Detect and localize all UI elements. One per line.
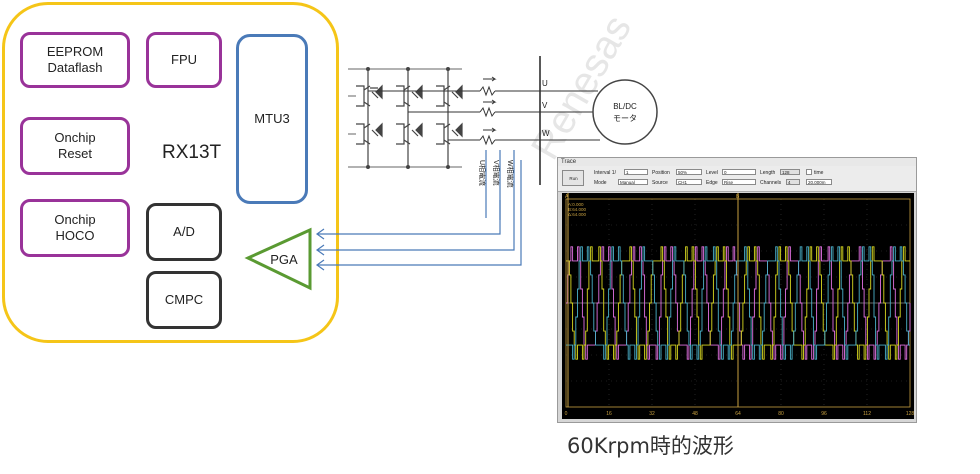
mcu-name: RX13T <box>162 142 222 163</box>
cmpc-block: CMPC <box>146 271 222 329</box>
hoco-label-line1: Onchip <box>54 212 96 227</box>
pga-amplifier <box>244 227 312 291</box>
mode-select[interactable]: Manual <box>618 179 648 185</box>
phase-u-label: U <box>542 79 548 88</box>
readout-a: A:0.000 <box>568 202 584 207</box>
x-tick-label: 64 <box>735 411 741 417</box>
cursor-b-label: B <box>736 194 740 200</box>
phase-lines <box>368 76 600 146</box>
x-tick-label: 32 <box>649 411 655 417</box>
x-tick-label: 0 <box>565 411 568 417</box>
time-checkbox[interactable] <box>806 169 812 175</box>
mode-label: Mode <box>594 180 607 186</box>
motor-label-line2: モータ <box>613 114 637 123</box>
hoco-label-line2: HOCO <box>55 228 95 243</box>
trace-window-title: Trace <box>558 158 916 166</box>
position-label: Position <box>652 170 670 176</box>
mtu3-block: MTU3 <box>236 34 308 204</box>
source-select[interactable]: CH1 <box>676 179 702 185</box>
fpu-label: FPU <box>171 52 197 67</box>
w-current-label: W相電流 <box>506 160 515 188</box>
reset-label-line1: Onchip <box>54 130 96 145</box>
edge-label: Edge <box>706 180 718 186</box>
trace-toolbar: Run Interval 1/ 1 Position 50% Level 0 L… <box>558 166 916 192</box>
interval-label: Interval 1/ <box>594 170 616 176</box>
x-tick-label: 48 <box>692 411 698 417</box>
cursor-a-label: A <box>565 194 569 200</box>
igbt-leg-u <box>356 84 383 145</box>
run-button[interactable]: Run <box>562 170 584 186</box>
time-label: time <box>814 170 824 176</box>
mcu-outline <box>2 2 339 343</box>
level-label: Level <box>706 170 718 176</box>
edge-select[interactable]: Rise <box>722 179 756 185</box>
ad-label: A/D <box>173 224 195 239</box>
waveform-caption: 60Krpm時的波形 <box>567 434 734 458</box>
waveform-plot: A B A:0.000 B:64.000 Δ:64.000 0 16 32 48 64 8… <box>562 193 914 419</box>
source-label: Source <box>652 180 668 186</box>
readout-b: B:64.000 <box>568 207 587 212</box>
position-select[interactable]: 50% <box>676 169 702 175</box>
level-input[interactable]: 0 <box>722 169 756 175</box>
x-tick-labels: 0 16 32 48 64 80 96 112 128 <box>565 411 914 417</box>
x-tick-label: 80 <box>778 411 784 417</box>
reset-label-line2: Reset <box>58 146 92 161</box>
x-tick-label: 128 <box>906 411 914 417</box>
igbt-leg-w <box>436 84 463 145</box>
igbt-leg-v <box>396 84 423 145</box>
gate-lines <box>348 68 462 168</box>
mtu3-label: MTU3 <box>254 111 290 126</box>
cmpc-label: CMPC <box>164 292 204 307</box>
fpu-block: FPU <box>146 32 222 88</box>
trace-window: Trace Run Interval 1/ 1 Position 50% Lev… <box>557 157 917 423</box>
channels-label: Channels <box>760 180 782 186</box>
pga-label: PGA <box>270 252 298 267</box>
bldc-motor <box>592 79 658 145</box>
u-current-label: U相電流 <box>478 160 487 186</box>
x-tick-label: 96 <box>821 411 827 417</box>
window-length-input[interactable]: 20.000m <box>806 179 832 185</box>
readout-delta: Δ:64.000 <box>568 212 587 217</box>
phase-v-label: V <box>542 101 548 110</box>
igbt-bridge <box>356 67 463 169</box>
ad-block: A/D <box>146 203 222 261</box>
eeprom-label: EEPROM <box>46 44 104 59</box>
interval-select[interactable]: 1 <box>624 169 648 175</box>
channels-input[interactable]: 4 <box>786 179 800 185</box>
dataflash-label: Dataflash <box>47 60 103 75</box>
v-current-label: V相電流 <box>492 160 501 186</box>
phase-w-label: W <box>542 129 550 138</box>
current-feedback-lines <box>315 150 522 271</box>
x-tick-label: 16 <box>606 411 612 417</box>
length-input[interactable]: 128 <box>780 169 800 175</box>
x-tick-label: 112 <box>863 411 871 417</box>
length-label: Length <box>760 170 776 176</box>
motor-label-line1: BL/DC <box>613 102 637 111</box>
